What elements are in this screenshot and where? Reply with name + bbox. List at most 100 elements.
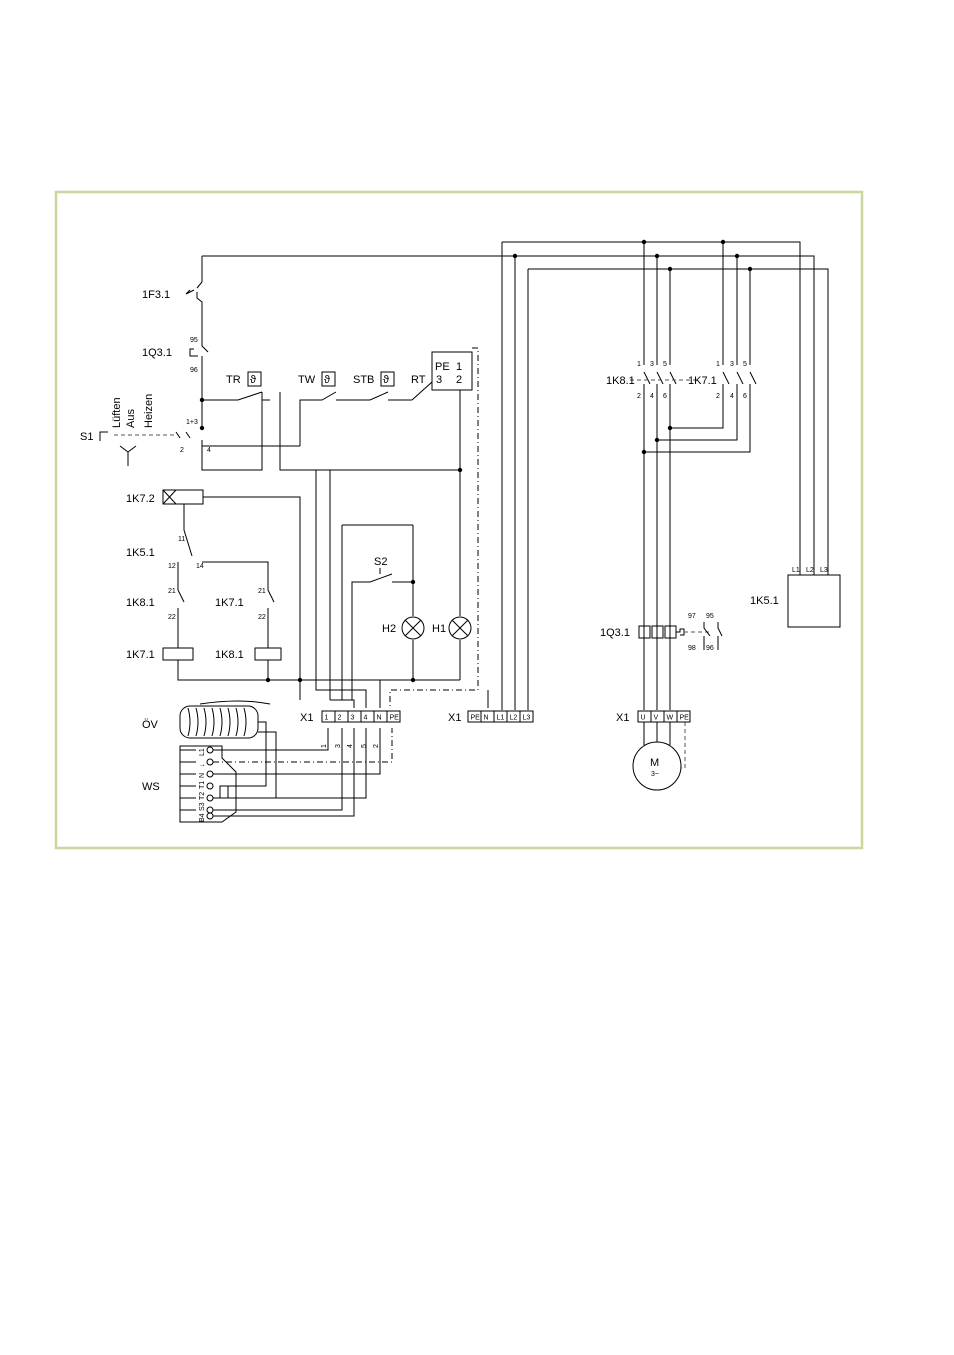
- terminal-label: 1: [325, 715, 329, 722]
- terminal-label: 3: [351, 715, 355, 722]
- main-pin-bottom: 4: [730, 393, 734, 400]
- label-k81: 1K8.1: [126, 597, 155, 609]
- wire-number: 4: [347, 744, 354, 748]
- label-q3: 1Q3.1: [142, 347, 172, 359]
- terminal-label: V: [654, 715, 659, 722]
- label-x1-control: X1: [300, 712, 313, 724]
- label-k51: 1K5.1: [126, 547, 155, 559]
- wiring-socket: [179, 728, 393, 823]
- pin-k81-b: 22: [168, 614, 176, 621]
- pin-s1-a: 1+3: [186, 419, 198, 426]
- rt-pin-pe: PE: [435, 361, 450, 373]
- label-stb: STB: [353, 374, 374, 386]
- diagram-border: [54, 190, 864, 850]
- theta-tw: ϑ: [324, 374, 330, 386]
- pin-k51-b: 12: [168, 563, 176, 570]
- main-pin-bottom: 4: [650, 393, 654, 400]
- socket-pin: L1: [199, 748, 206, 756]
- rt-pin-3: 3: [436, 374, 442, 386]
- main-pin-top: 1: [716, 361, 720, 368]
- main-pin-top: 3: [650, 361, 654, 368]
- socket-pin: N: [199, 773, 206, 778]
- wire-number: 1: [321, 744, 328, 748]
- terminal-label: W: [667, 715, 674, 722]
- s1-mode-2: Heizen: [143, 394, 155, 428]
- terminal-label: N: [484, 715, 489, 722]
- main-pin-bottom: 2: [716, 393, 720, 400]
- pin-q3-bot: 96: [190, 367, 198, 374]
- main-pin-top: 1: [637, 361, 641, 368]
- q3-aux-pin: 98: [688, 645, 696, 652]
- q3-aux-pins: 97 95 98 96: [688, 613, 714, 652]
- label-f3: 1F3.1: [142, 289, 170, 301]
- rt-pin-1: 1: [456, 361, 462, 373]
- s1-mode-1: Aus: [125, 409, 137, 428]
- terminal-label: 4: [364, 715, 368, 722]
- main-pin-top: 3: [730, 361, 734, 368]
- s1-mode-0: Lüften: [111, 397, 123, 428]
- label-tr: TR: [226, 374, 241, 386]
- main-pin-bottom: 6: [743, 393, 747, 400]
- q3-aux-pin: 96: [706, 645, 714, 652]
- label-q31-main: 1Q3.1: [600, 627, 630, 639]
- label-h1: H1: [432, 623, 446, 635]
- terminal-label: PE: [390, 715, 400, 722]
- main-pin-top: 5: [743, 361, 747, 368]
- overload-relay-main: [638, 622, 723, 650]
- label-coil-k71: 1K7.1: [126, 649, 155, 661]
- pin-k51-a: 11: [178, 536, 185, 543]
- rt-pin-2: 2: [456, 374, 462, 386]
- q3-aux-pin: 95: [706, 613, 714, 620]
- pin-k81-a: 21: [168, 588, 176, 595]
- label-motor-sub: 3~: [651, 771, 659, 778]
- main-contactor-k81: [630, 371, 700, 460]
- label-k51-box: 1K5.1: [750, 595, 779, 607]
- theta-tr: ϑ: [250, 374, 256, 386]
- terminal-label: PE: [680, 715, 690, 722]
- k51-pin: L3: [820, 567, 828, 574]
- wire-number: 5: [361, 744, 368, 748]
- socket-pin: ↓: [199, 764, 206, 768]
- pin-q3-top: 95: [190, 337, 198, 344]
- label-s1: S1: [80, 431, 93, 443]
- socket-pin: S3: [199, 802, 206, 811]
- label-ws: WS: [142, 781, 160, 793]
- label-rt: RT: [411, 374, 426, 386]
- pin-s1-c: 4: [207, 447, 211, 454]
- pin-k51-c: 14: [196, 563, 204, 570]
- terminal-label: L3: [523, 715, 531, 722]
- theta-stb: ϑ: [383, 374, 389, 386]
- label-tw: TW: [298, 374, 316, 386]
- motor: [632, 722, 686, 791]
- control-circuit: [99, 256, 489, 708]
- terminal-label: L1: [497, 715, 505, 722]
- label-coil-k81: 1K8.1: [215, 649, 244, 661]
- terminal-cell: [676, 710, 691, 723]
- pin-s1-b: 2: [180, 447, 184, 454]
- label-k72: 1K7.2: [126, 493, 155, 505]
- label-x1-motor: X1: [616, 712, 629, 724]
- main-pin-bottom: 6: [663, 393, 667, 400]
- oil-burner: [179, 700, 277, 776]
- label-k71: 1K7.1: [215, 597, 244, 609]
- label-h2: H2: [382, 623, 396, 635]
- q3-aux-pin: 97: [688, 613, 696, 620]
- socket-pin: T1: [199, 781, 206, 789]
- k51-pin: L1: [792, 567, 800, 574]
- pin-k71-a: 21: [258, 588, 266, 595]
- pin-k71-b: 22: [258, 614, 266, 621]
- label-ov: ÖV: [142, 719, 159, 731]
- k51-unit: [787, 570, 841, 628]
- label-x1-supply: X1: [448, 712, 461, 724]
- socket-pin: B4: [199, 813, 206, 822]
- main-contactor-k71: [641, 371, 757, 455]
- label-k71-main: 1K7.1: [688, 375, 717, 387]
- terminal-label: N: [377, 715, 382, 722]
